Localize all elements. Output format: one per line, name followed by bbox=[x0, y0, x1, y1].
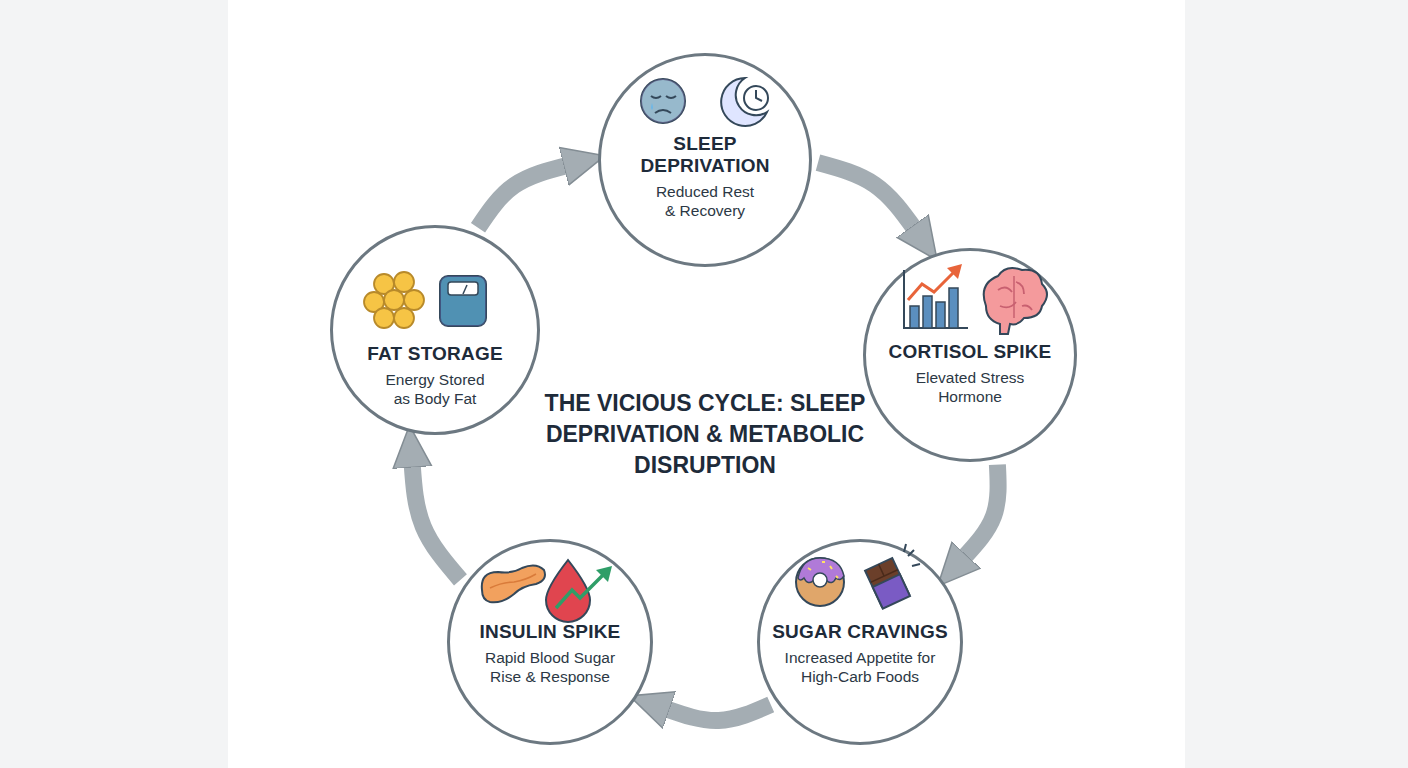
chocolate-bar-icon bbox=[865, 544, 920, 609]
cycle-stage-circle: SLEEP DEPRIVATION Reduced Rest & Recovery bbox=[598, 53, 812, 267]
circle-shape bbox=[449, 541, 652, 744]
moon-clock-icon bbox=[721, 78, 768, 126]
cycle-stage-circle: FAT STORAGE Energy Stored as Body Fat bbox=[330, 225, 540, 435]
cycle-arrow bbox=[478, 165, 568, 227]
stage-description: Increased Appetite for High-Carb Foods bbox=[772, 648, 948, 686]
cycle-arrow bbox=[963, 465, 998, 559]
text-group: SUGAR CRAVINGS Increased Appetite for Hig… bbox=[757, 621, 963, 686]
scale-icon bbox=[440, 276, 486, 326]
stage-heading: FAT STORAGE bbox=[367, 343, 503, 365]
cycle-arrow bbox=[412, 463, 460, 580]
stage-heading: SLEEP DEPRIVATION bbox=[623, 133, 788, 177]
text-group: INSULIN SPIKE Rapid Blood Sugar Rise & Re… bbox=[447, 621, 653, 686]
text-group: SLEEP DEPRIVATION Reduced Rest & Recovery bbox=[598, 133, 812, 220]
pancreas-icon bbox=[482, 565, 545, 602]
cycle-stage-circle: CORTISOL SPIKE Elevated Stress Hormone bbox=[863, 248, 1077, 462]
stage-heading: SUGAR CRAVINGS bbox=[772, 621, 948, 643]
circle-shape bbox=[332, 227, 539, 434]
tired-face-icon bbox=[641, 79, 685, 123]
stage-heading: INSULIN SPIKE bbox=[480, 621, 621, 643]
rising-chart-icon bbox=[904, 264, 968, 328]
circle-shape bbox=[865, 250, 1076, 461]
circle-shape bbox=[759, 541, 962, 744]
stage-description: Energy Stored as Body Fat bbox=[379, 370, 491, 408]
diagram-title: THE VICIOUS CYCLE: SLEEP DEPRIVATION & M… bbox=[535, 388, 875, 481]
stage-description: Reduced Rest & Recovery bbox=[652, 182, 758, 220]
stage-heading: CORTISOL SPIKE bbox=[889, 341, 1052, 363]
circle-shape bbox=[600, 55, 811, 266]
donut-icon bbox=[796, 558, 844, 606]
text-group: CORTISOL SPIKE Elevated Stress Hormone bbox=[863, 341, 1077, 406]
cycle-stage-circle: SUGAR CRAVINGS Increased Appetite for Hig… bbox=[757, 539, 963, 745]
stage-description: Rapid Blood Sugar Rise & Response bbox=[475, 648, 625, 686]
cycle-arrow bbox=[818, 163, 915, 230]
brain-icon bbox=[984, 268, 1047, 334]
text-group: FAT STORAGE Energy Stored as Body Fat bbox=[330, 343, 540, 408]
stage-description: Elevated Stress Hormone bbox=[905, 368, 1035, 406]
cycle-arrow bbox=[665, 705, 771, 721]
cycle-stage-circle: INSULIN SPIKE Rapid Blood Sugar Rise & Re… bbox=[447, 539, 653, 745]
fat-cells-icon bbox=[364, 272, 424, 328]
blood-drop-icon bbox=[546, 560, 612, 622]
